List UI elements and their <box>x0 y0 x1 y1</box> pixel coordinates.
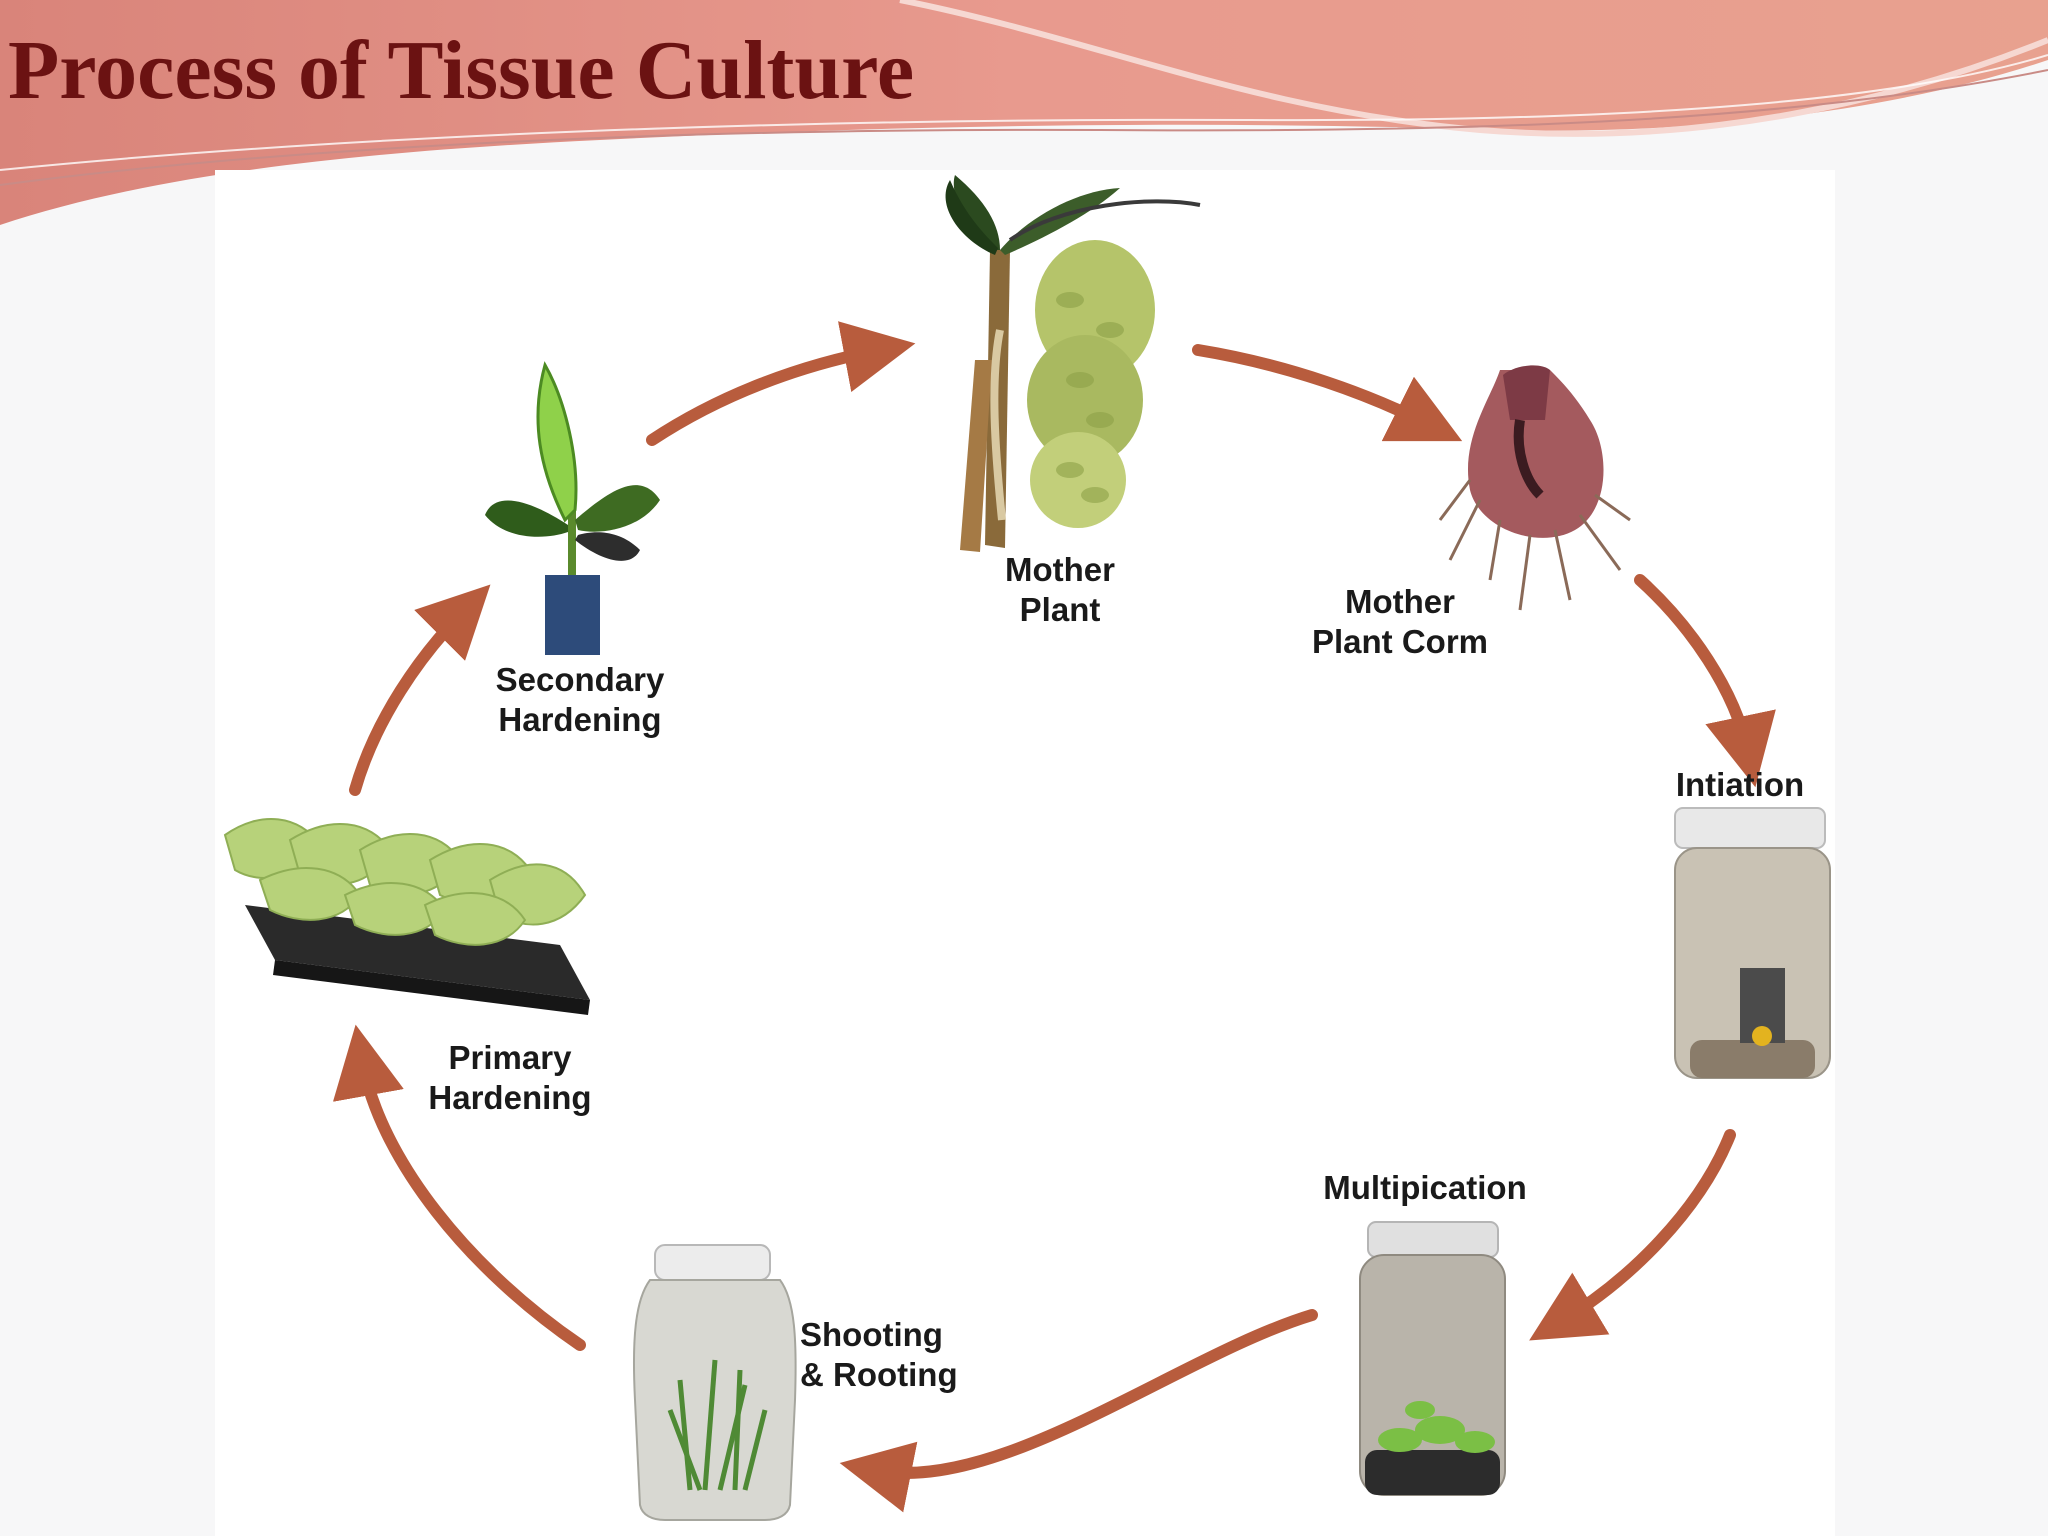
stage-label-multiplication: Multipication <box>1290 1168 1560 1208</box>
stage-label-secondary-hardening-line1: Secondary <box>470 660 690 700</box>
stage-label-shooting-rooting: Shooting & Rooting <box>800 1315 1010 1395</box>
shooting-rooting-jar-illustration <box>634 1245 796 1520</box>
arrow-secondary-to-mother <box>652 350 880 440</box>
stage-label-mother-plant-corm-line1: Mother <box>1280 582 1520 622</box>
arrow-mother-to-corm <box>1198 350 1430 425</box>
mother-plant-illustration <box>946 175 1200 552</box>
stage-label-initiation-line1: Intiation <box>1650 765 1830 805</box>
stage-label-multiplication-line1: Multipication <box>1290 1168 1560 1208</box>
stage-label-mother-plant-line1: Mother <box>960 550 1160 590</box>
stage-label-primary-hardening: Primary Hardening <box>405 1038 615 1118</box>
arrow-initiation-to-multiplication <box>1560 1135 1730 1322</box>
multiplication-jar-illustration <box>1360 1222 1505 1495</box>
stage-label-primary-hardening-line2: Hardening <box>405 1078 615 1118</box>
stage-label-primary-hardening-line1: Primary <box>405 1038 615 1078</box>
stage-label-mother-plant-corm: Mother Plant Corm <box>1280 582 1520 662</box>
stage-label-mother-plant-line2: Plant <box>960 590 1160 630</box>
initiation-jar-illustration <box>1675 808 1830 1078</box>
stage-label-mother-plant: Mother Plant <box>960 550 1160 630</box>
stage-label-initiation: Intiation <box>1650 765 1830 805</box>
stage-label-shooting-rooting-line2: & Rooting <box>800 1355 1010 1395</box>
stage-label-shooting-rooting-line1: Shooting <box>800 1315 1010 1355</box>
arrow-corm-to-initiation <box>1640 580 1748 752</box>
stage-label-secondary-hardening-line2: Hardening <box>470 700 690 740</box>
mother-plant-corm-illustration <box>1440 365 1630 610</box>
secondary-hardening-plant-illustration <box>485 365 660 655</box>
primary-hardening-tray-illustration <box>225 819 590 1015</box>
arrow-primary-to-secondary <box>355 610 465 790</box>
stage-label-mother-plant-corm-line2: Plant Corm <box>1280 622 1520 662</box>
stage-label-secondary-hardening: Secondary Hardening <box>470 660 690 740</box>
